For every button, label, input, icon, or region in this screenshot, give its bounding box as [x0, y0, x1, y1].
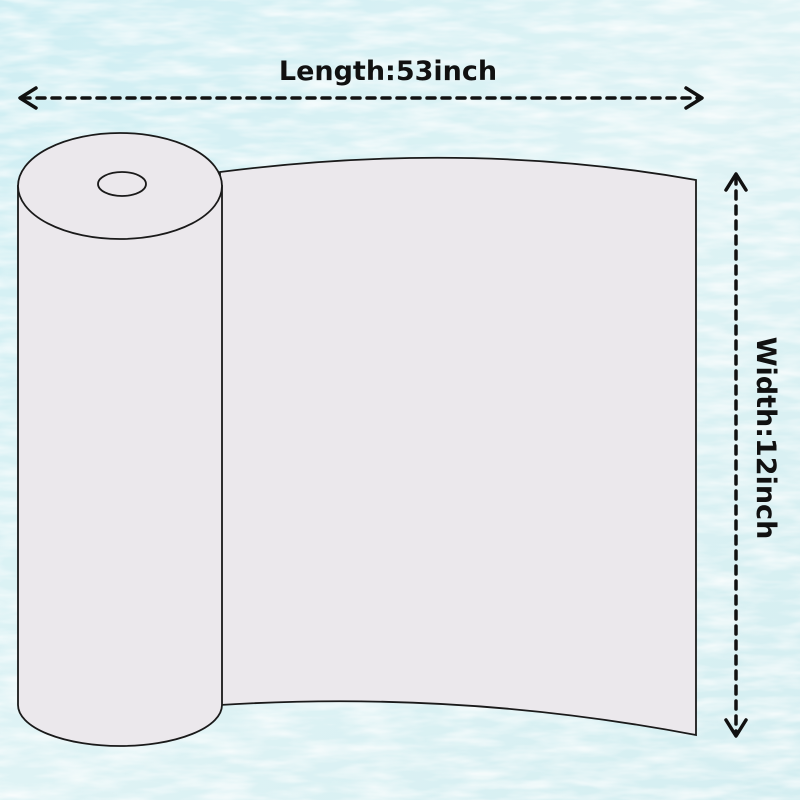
width-arrowhead-top: [724, 172, 748, 192]
width-arrow: [724, 172, 748, 738]
length-label: Length:53inch: [279, 56, 497, 87]
roll-cylinder: [17, 185, 223, 747]
unrolled-sheet: [219, 156, 697, 737]
length-arrowhead-right: [684, 86, 704, 110]
length-arrow: [18, 86, 704, 110]
roll-core-hole: [97, 171, 147, 197]
width-arrowhead-bottom: [724, 718, 748, 738]
length-arrowhead-left: [18, 86, 38, 110]
width-label: Width:12inch: [750, 337, 781, 540]
